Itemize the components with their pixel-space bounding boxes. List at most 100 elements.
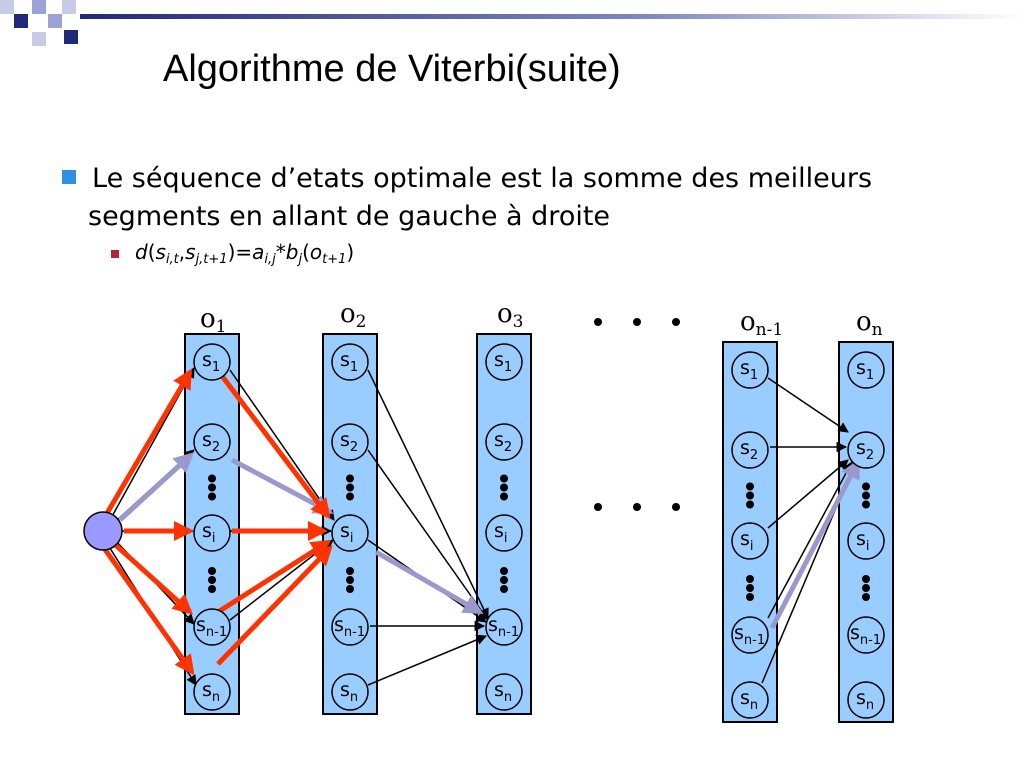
column-dot (208, 585, 216, 593)
state-label: sn (340, 679, 358, 705)
state-label: si (856, 528, 870, 554)
slide-title: Algorithme de Viterbi(suite) (163, 48, 621, 90)
state-label: sn-1 (734, 622, 765, 648)
arrow (367, 449, 489, 621)
state-label: sn-1 (334, 614, 365, 640)
column-dot (346, 576, 354, 584)
state-label: s2 (494, 429, 512, 455)
state-label: si (202, 520, 216, 546)
column-dot (746, 593, 754, 601)
state-label: sn (202, 679, 220, 705)
state-node-3-i (485, 514, 523, 552)
column-n-1 (722, 341, 778, 723)
arrow (367, 634, 487, 686)
state-label: s1 (740, 357, 758, 383)
decor-square (14, 14, 28, 28)
column-dot (862, 575, 870, 583)
state-node-n-n-1 (847, 616, 885, 654)
column-dot (500, 576, 508, 584)
column-dot (746, 482, 754, 491)
best-arrow (216, 545, 333, 666)
column-dot (746, 584, 754, 592)
state-nodes: s1s2sisn-1sns1s2sisn-1sns1s2sisn-1sns1s2… (193, 343, 885, 719)
formula-sub: j (298, 252, 303, 267)
arrow (367, 369, 489, 619)
decor-square (32, 0, 46, 14)
column-dot (346, 483, 354, 492)
state-node-n-1-n (731, 681, 769, 719)
formula-eq: )= (227, 240, 253, 264)
obs-label-1: o1 (200, 304, 226, 337)
state-node-1-n-1 (193, 608, 231, 646)
state-node-2-2 (331, 423, 369, 461)
state-label: si (740, 528, 754, 554)
sub-bullet-square (111, 250, 119, 258)
formula-s: s (155, 240, 166, 264)
state-label: s1 (340, 349, 358, 375)
obs-label-n-1: on-1 (740, 307, 783, 340)
column-dot (862, 593, 870, 601)
column-dot (746, 491, 754, 500)
state-node-2-n-1 (331, 608, 369, 646)
column-dot (500, 492, 508, 501)
state-node-n-1-1 (731, 351, 769, 389)
best-arrow (108, 538, 193, 615)
header-decoration (0, 0, 1024, 46)
bullet-text: Le séquence d’etats optimale est la somm… (88, 160, 948, 236)
column-dot (500, 585, 508, 593)
state-node-3-2 (485, 423, 523, 461)
state-label: s1 (856, 357, 874, 383)
column-dot (746, 500, 754, 509)
column-dot (346, 492, 354, 501)
arrow (767, 461, 853, 619)
column-dots (208, 474, 870, 601)
column-dot (500, 474, 508, 483)
state-node-1-i (193, 514, 231, 552)
formula-close: ) (346, 240, 355, 264)
column-dot (500, 567, 508, 575)
state-node-2-i (331, 514, 369, 552)
state-node-n-1 (847, 351, 885, 389)
candidate-arrow (230, 457, 334, 515)
dot (594, 318, 602, 326)
column-dot (346, 567, 354, 575)
decor-square (48, 14, 62, 28)
state-label: si (494, 520, 508, 546)
bullet-line-2: segments en allant de gauche à droite (88, 201, 611, 232)
state-node-1-2 (193, 423, 231, 461)
dot (672, 318, 680, 326)
state-node-n-1-i (731, 522, 769, 560)
state-node-n-i (847, 522, 885, 560)
column-dot (208, 576, 216, 584)
arrow (767, 377, 849, 433)
formula-star: * (275, 240, 286, 264)
state-node-n-2 (847, 431, 885, 469)
state-label: sn (740, 687, 758, 713)
candidate-arrow (118, 452, 194, 522)
candidate-arrow (769, 458, 861, 630)
state-label: s2 (856, 437, 874, 463)
best-arrow (220, 374, 331, 520)
decor-square (64, 30, 78, 44)
formula-paren: ( (302, 240, 310, 264)
obs-label-n: on (856, 307, 883, 340)
decor-square (0, 0, 14, 14)
best-paths (101, 368, 333, 676)
state-label: s1 (494, 349, 512, 375)
formula-o: o (309, 240, 323, 264)
decor-square (62, 0, 76, 14)
state-node-3-1 (485, 343, 523, 381)
state-node-n-n (847, 681, 885, 719)
column-dot (746, 575, 754, 583)
best-arrow (103, 368, 193, 517)
obs-label-2: o2 (340, 299, 366, 332)
state-label: s2 (740, 437, 758, 463)
state-label: s2 (340, 429, 358, 455)
formula-sub: i,t (165, 252, 179, 267)
formula-sub: i,j (264, 252, 276, 267)
dot (633, 503, 641, 511)
formula-paren: ( (147, 240, 156, 264)
state-node-2-1 (331, 343, 369, 381)
bullet-line-1: Le séquence d’etats optimale est la somm… (92, 163, 873, 194)
